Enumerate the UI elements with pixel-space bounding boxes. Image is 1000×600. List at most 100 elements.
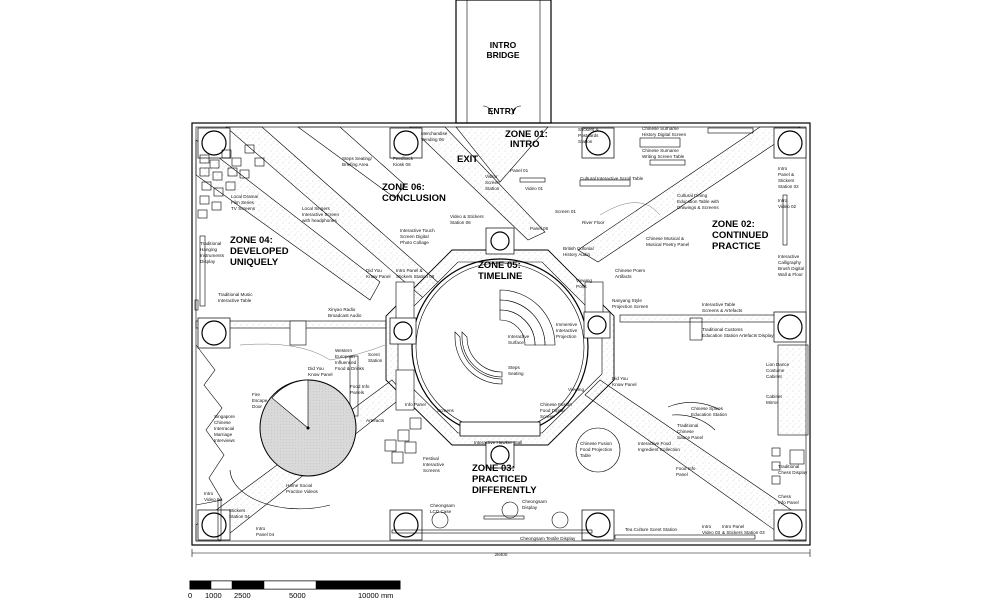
- circular-room: [259, 379, 357, 477]
- scale-bar: 0 1000 2500 5000 10000 mm: [188, 580, 401, 600]
- label-screen01: Screen 01: [555, 209, 576, 214]
- label-panel01: Panel 01: [510, 168, 529, 173]
- intro-bridge: INTRO BRIDGE ENTRY: [455, 0, 552, 124]
- columns: [197, 127, 807, 541]
- zone04-title: ZONE 04:: [230, 235, 273, 246]
- zone03-sub-1: PRACTICED: [472, 474, 528, 485]
- label-scroll-table: Cultural Interactive Scroll Table: [580, 176, 644, 181]
- furniture: [194, 127, 809, 541]
- label-artefacts: Artefacts: [366, 418, 385, 423]
- label-intro-panel-stickers06: Intro Panel &Stickers Station 06: [396, 268, 435, 279]
- scale-tick-1000: 1000: [205, 591, 222, 600]
- entry-label: ENTRY: [488, 106, 517, 116]
- label-steps-seating: Steps Seating/Briefing Area: [342, 156, 373, 167]
- zone06-title: ZONE 06:: [382, 182, 425, 193]
- label-screens: Screens: [437, 408, 455, 413]
- dimension-line: 28400: [191, 549, 811, 557]
- label-river-floor: River Floor: [582, 220, 605, 225]
- dimension-label: 28400: [495, 552, 508, 557]
- zone04-sub-2: UNIQUELY: [230, 257, 279, 268]
- intro-bridge-label-2: BRIDGE: [486, 50, 519, 60]
- label-tea-culture: Tea Culture Scent Station: [625, 527, 678, 532]
- scale-tick-5000: 5000: [289, 591, 306, 600]
- zone02-sub-1: CONTINUED: [712, 230, 769, 241]
- intro-bridge-label-1: INTRO: [490, 40, 517, 50]
- exit-label: EXIT: [457, 154, 478, 165]
- zone02-sub-2: PRACTICE: [712, 241, 761, 252]
- scale-tick-2500: 2500: [234, 591, 251, 600]
- timeline-octagon: [385, 249, 615, 446]
- zone03-sub-2: DIFFERENTLY: [472, 485, 537, 496]
- label-panel06: Panel 06: [530, 226, 549, 231]
- scale-tick-0: 0: [188, 591, 192, 600]
- label-cheongsam-textile: Cheongsam Textile Display: [520, 536, 576, 541]
- label-video01: Video 01: [525, 186, 543, 191]
- cheongsam-displays: [431, 501, 569, 529]
- zone01-subtitle: INTRO: [510, 139, 540, 150]
- label-hawker-stall: Interactive Hawker Stall: [474, 440, 522, 445]
- diagonal-corridors: [195, 126, 807, 542]
- label-info-panel: Info Panel: [405, 402, 426, 407]
- zone02-title: ZONE 02:: [712, 219, 755, 230]
- label-viewing03: Viewing: [568, 387, 584, 392]
- zone03-title: ZONE 03:: [472, 463, 515, 474]
- divider-walls: [195, 314, 807, 346]
- label-musical-panel: Chinese Musical &Musical Poetry Panel: [646, 236, 689, 247]
- zone-titles: ZONE 01: INTRO ZONE 02: CONTINUED PRACTI…: [230, 129, 769, 496]
- zone05-subtitle: TIMELINE: [478, 271, 522, 282]
- zone05-title: ZONE 05:: [478, 260, 521, 271]
- scale-tick-10000: 10000 mm: [358, 591, 393, 600]
- zone04-sub-1: DEVELOPED: [230, 246, 289, 257]
- tv-screen-wall: [197, 144, 265, 219]
